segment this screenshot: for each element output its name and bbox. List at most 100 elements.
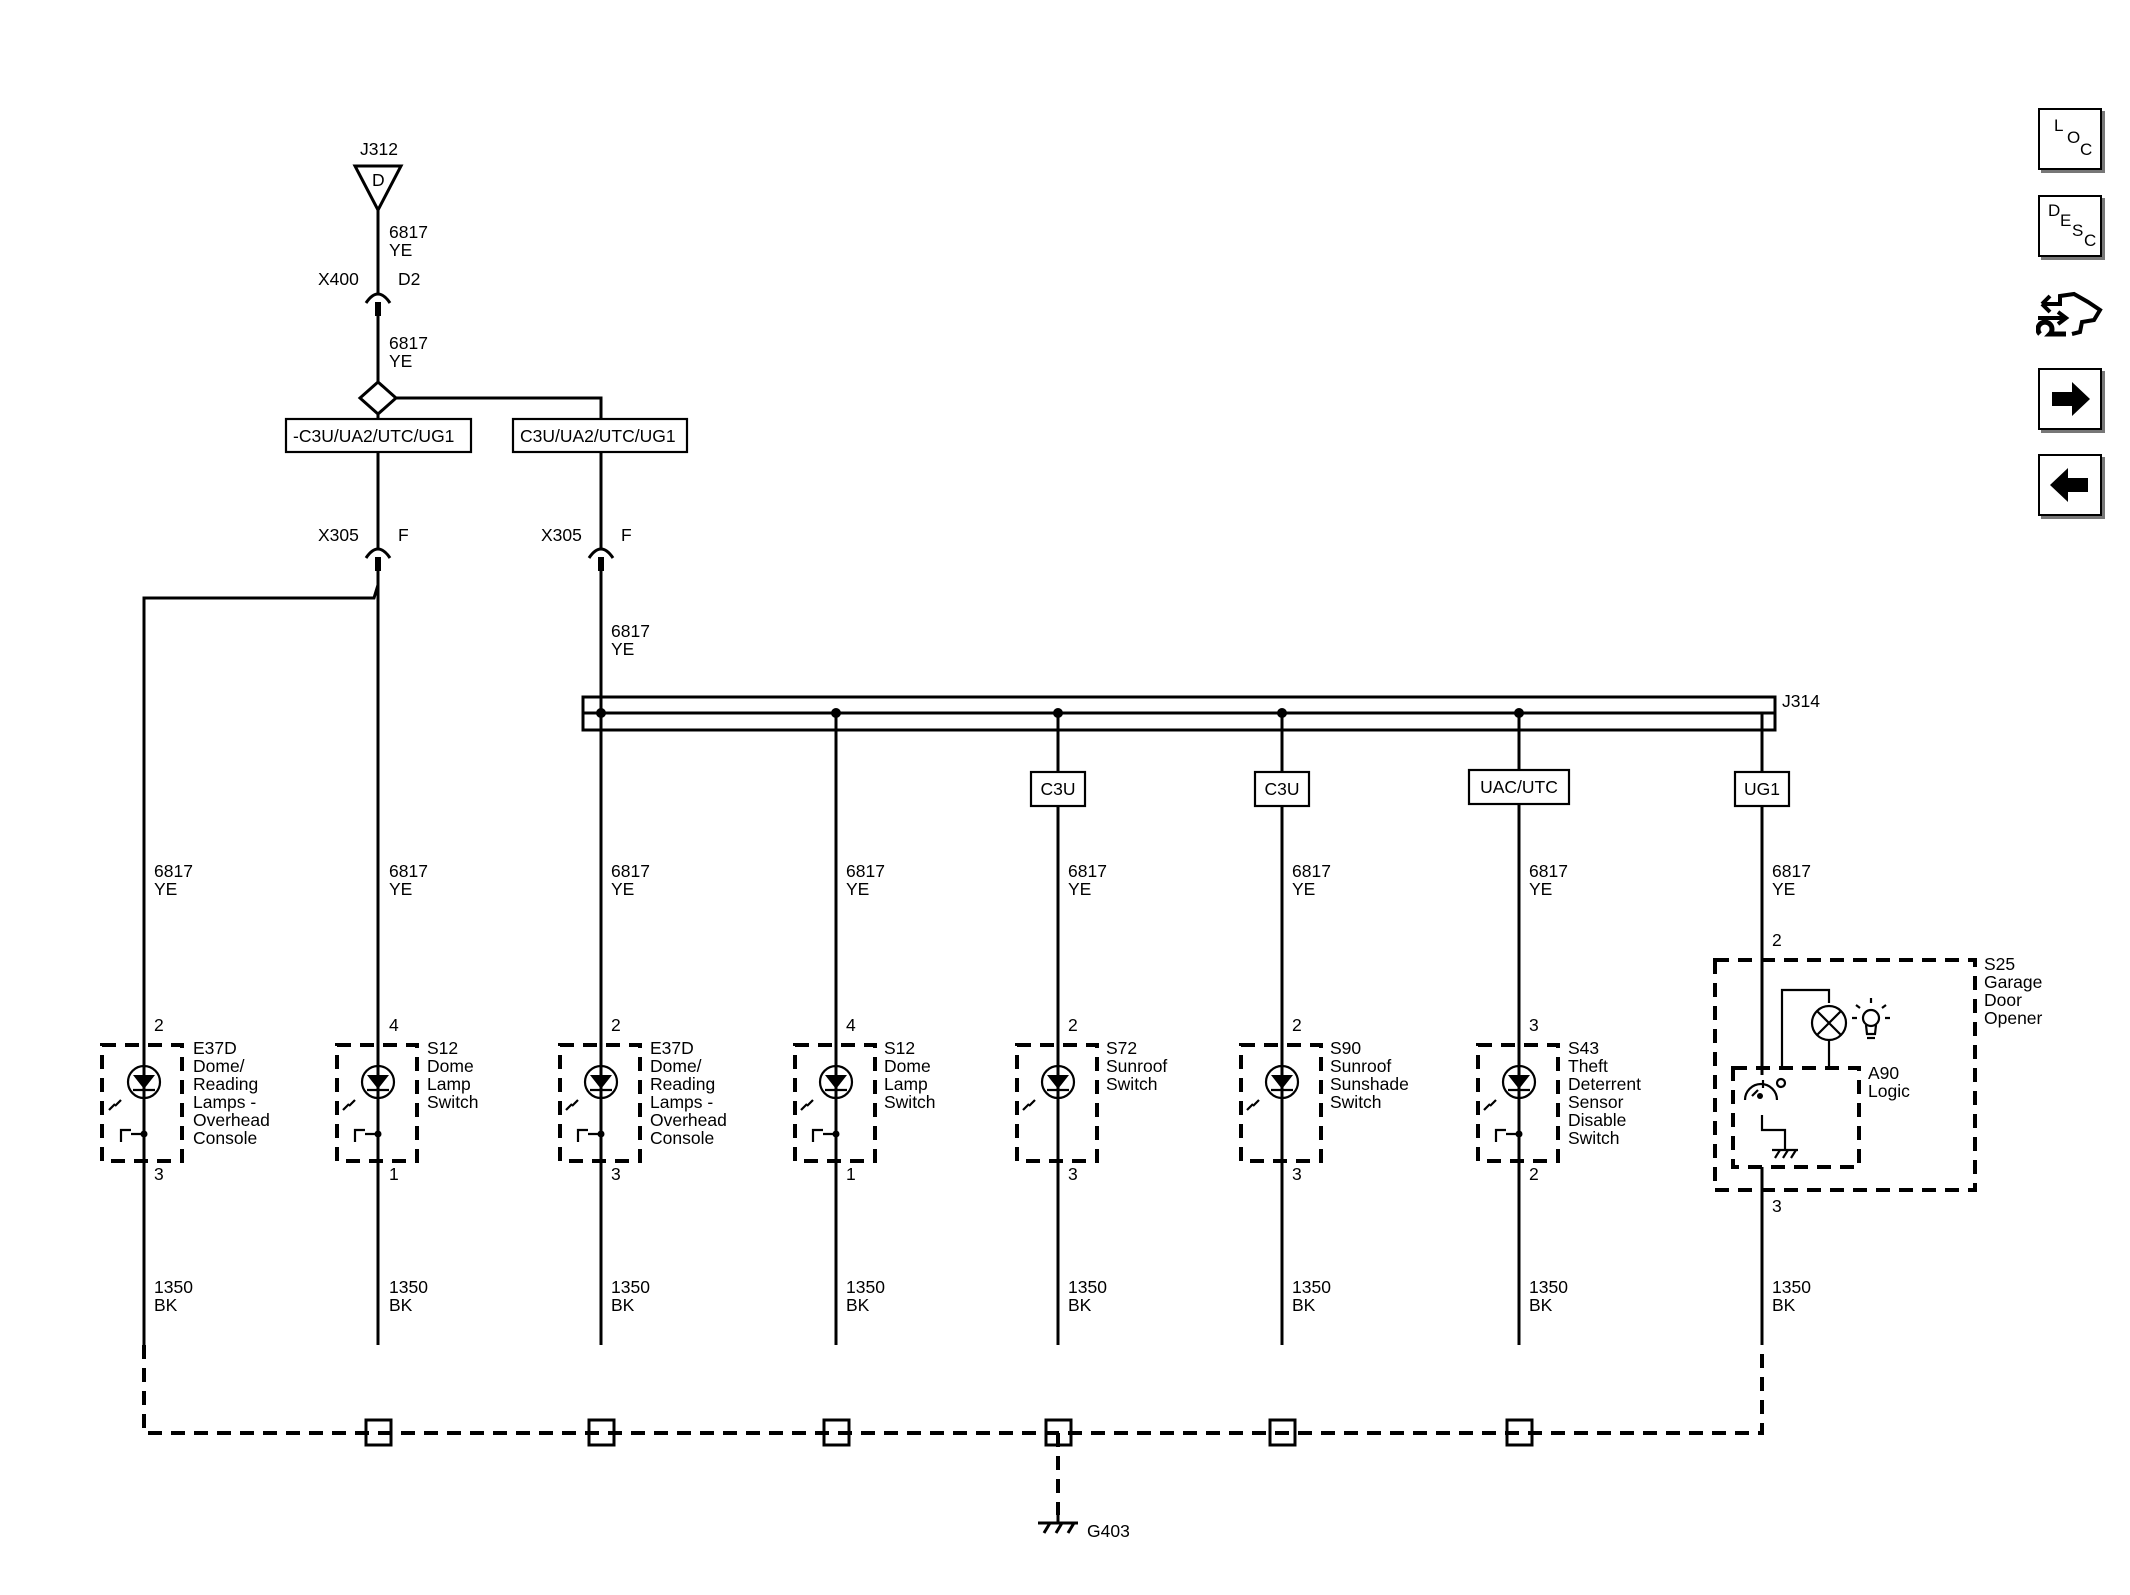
- svg-text:1350: 1350: [1292, 1277, 1331, 1297]
- x305-left-connector: [364, 547, 392, 559]
- svg-text:Sunroof: Sunroof: [1106, 1056, 1167, 1076]
- branch-option-3: UAC/UTC: [1480, 777, 1558, 797]
- svg-text:6817: 6817: [1772, 861, 1811, 881]
- svg-text:Theft: Theft: [1568, 1056, 1608, 1076]
- pin-bottom-6: 3: [1292, 1164, 1302, 1184]
- svg-text:1350: 1350: [389, 1277, 428, 1297]
- svg-text:Lamps -: Lamps -: [650, 1092, 713, 1112]
- svg-text:S25: S25: [1984, 954, 2015, 974]
- svg-text:BK: BK: [1529, 1295, 1553, 1315]
- svg-text:1350: 1350: [1772, 1277, 1811, 1297]
- x305-left-pin-block: [375, 557, 381, 571]
- j312-letter: D: [372, 170, 385, 190]
- svg-text:YE: YE: [1772, 879, 1795, 899]
- next-button[interactable]: [2038, 368, 2102, 430]
- svg-text:Dome: Dome: [884, 1056, 931, 1076]
- svg-text:Logic: Logic: [1868, 1081, 1910, 1101]
- x305-right-pin: F: [621, 525, 632, 545]
- svg-text:Switch: Switch: [1106, 1074, 1158, 1094]
- svg-text:Sunshade: Sunshade: [1330, 1074, 1409, 1094]
- svg-text:Dome: Dome: [427, 1056, 474, 1076]
- pin-bottom-5: 3: [1068, 1164, 1078, 1184]
- ground-icon: [1038, 1515, 1078, 1534]
- x400-connector: [364, 292, 392, 304]
- svg-text:Switch: Switch: [1330, 1092, 1382, 1112]
- component-label-5: S72 Sunroof Switch: [1106, 1038, 1167, 1094]
- svg-text:Dome/: Dome/: [650, 1056, 702, 1076]
- wire-color: YE: [611, 639, 634, 659]
- garage-pin-top: 2: [1772, 930, 1782, 950]
- wire-color: YE: [389, 351, 412, 371]
- component-label-7: S43 Theft Deterrent Sensor Disable Switc…: [1568, 1038, 1641, 1148]
- svg-text:Lamp: Lamp: [884, 1074, 928, 1094]
- ground-bus: [142, 1345, 1764, 1515]
- connector-wrench-icon: [2035, 291, 2103, 337]
- pin-bottom-4: 1: [846, 1164, 856, 1184]
- branch-option-4: UG1: [1744, 779, 1780, 799]
- component-s43: [1476, 1043, 1560, 1163]
- pin-top-6: 2: [1292, 1015, 1302, 1035]
- svg-text:A90: A90: [1868, 1063, 1899, 1083]
- wire-num: 6817: [611, 621, 650, 641]
- pin-bottom-2: 1: [389, 1164, 399, 1184]
- svg-text:Lamps -: Lamps -: [193, 1092, 256, 1112]
- svg-text:YE: YE: [1292, 879, 1315, 899]
- connector-tool-button[interactable]: [2035, 282, 2108, 344]
- svg-text:Switch: Switch: [884, 1092, 936, 1112]
- wire-num: 6817: [389, 333, 428, 353]
- svg-text:E37D: E37D: [193, 1038, 237, 1058]
- junction-dots: [596, 708, 1524, 718]
- svg-text:Switch: Switch: [1568, 1128, 1620, 1148]
- svg-text:Dome/: Dome/: [193, 1056, 245, 1076]
- ground-label: G403: [1087, 1521, 1130, 1541]
- component-s12-1: [335, 1043, 419, 1163]
- previous-button[interactable]: [2038, 454, 2102, 516]
- svg-text:1350: 1350: [611, 1277, 650, 1297]
- svg-text:Console: Console: [193, 1128, 257, 1148]
- pin-bottom-1: 3: [154, 1164, 164, 1184]
- desc-letter-c: C: [2084, 231, 2097, 250]
- desc-letter-d: D: [2048, 201, 2061, 220]
- svg-text:BK: BK: [1068, 1295, 1092, 1315]
- svg-text:6817: 6817: [154, 861, 193, 881]
- branch-option-1: C3U: [1040, 779, 1075, 799]
- svg-text:Opener: Opener: [1984, 1008, 2043, 1028]
- component-e37d-2: [558, 1043, 642, 1163]
- wire-splice-right: [396, 396, 603, 419]
- light-bulb-icon: [1852, 998, 1890, 1040]
- component-label-6: S90 Sunroof Sunshade Switch: [1330, 1038, 1409, 1112]
- pin-top-4: 4: [846, 1015, 856, 1035]
- svg-text:Sunroof: Sunroof: [1330, 1056, 1391, 1076]
- svg-text:YE: YE: [1068, 879, 1091, 899]
- desc-letter-s: S: [2072, 221, 2084, 240]
- svg-text:BK: BK: [154, 1295, 178, 1315]
- svg-text:BK: BK: [1772, 1295, 1796, 1315]
- svg-text:YE: YE: [389, 879, 412, 899]
- svg-text:BK: BK: [1292, 1295, 1316, 1315]
- svg-text:Reading: Reading: [193, 1074, 258, 1094]
- x400-pin: D2: [398, 269, 420, 289]
- svg-text:1350: 1350: [154, 1277, 193, 1297]
- svg-text:YE: YE: [846, 879, 869, 899]
- component-label-3: E37D Dome/ Reading Lamps - Overhead Cons…: [650, 1038, 727, 1148]
- branch-option-2: C3U: [1264, 779, 1299, 799]
- pin-bottom-3: 3: [611, 1164, 621, 1184]
- desc-button[interactable]: D E S C: [2038, 195, 2102, 257]
- loc-letter-l: L: [2054, 116, 2064, 135]
- x400-label: X400: [318, 269, 359, 289]
- svg-text:1350: 1350: [846, 1277, 885, 1297]
- ground-bus-splices: [364, 1418, 1534, 1447]
- splice-diamond: [357, 379, 399, 417]
- loc-button[interactable]: L O C: [2038, 108, 2102, 170]
- svg-text:S43: S43: [1568, 1038, 1599, 1058]
- svg-text:E37D: E37D: [650, 1038, 694, 1058]
- svg-text:Disable: Disable: [1568, 1110, 1626, 1130]
- j314-label: J314: [1782, 691, 1820, 711]
- arrow-left-icon: [2050, 468, 2088, 502]
- x305-right-label: X305: [541, 525, 582, 545]
- j312-label: J312: [360, 139, 398, 159]
- svg-text:S90: S90: [1330, 1038, 1361, 1058]
- x305-right-connector: [587, 547, 615, 559]
- garage-label: S25 Garage Door Opener: [1984, 954, 2043, 1028]
